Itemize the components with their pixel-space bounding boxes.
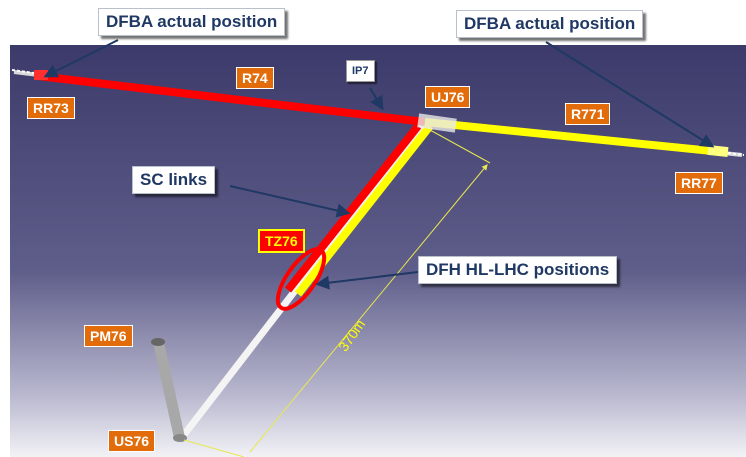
shaft-bottom	[173, 434, 187, 442]
arrow-dfba-right	[545, 41, 715, 148]
label-tz76: TZ76	[258, 229, 305, 253]
cable-end-right	[727, 152, 745, 156]
arrow-sc-links	[229, 185, 351, 218]
dimension-line	[249, 164, 488, 453]
dfba-left-box	[34, 70, 48, 80]
dfba-right-box	[707, 144, 729, 158]
cable-end-left	[11, 69, 35, 74]
label-uj76: UJ76	[425, 86, 471, 108]
cavern-uj76	[417, 113, 457, 133]
label-r74: R74	[236, 67, 274, 89]
sc-link-yellow-diagonal	[294, 123, 434, 297]
callout-dfh: DFH HL-LHC positions	[418, 256, 618, 284]
sc-link-red-diagonal	[284, 123, 422, 293]
label-ip7: IP7	[346, 60, 375, 82]
label-rr77: RR77	[675, 172, 723, 194]
arrow-dfh	[315, 271, 419, 290]
callout-dfba-right: DFBA actual position	[456, 10, 644, 38]
dimension-extension-top	[429, 129, 491, 164]
shaft-top	[151, 338, 165, 346]
dimension-extension-bottom	[183, 439, 245, 457]
label-us76: US76	[108, 430, 156, 452]
arrow-ip7	[369, 87, 384, 111]
label-pm76: PM76	[84, 325, 133, 347]
dfh-highlight-ellipse	[275, 247, 327, 311]
label-rr73: RR73	[27, 97, 75, 119]
shaft-pm76	[152, 338, 186, 442]
callout-sc-links: SC links	[132, 166, 216, 194]
sc-link-red-horizontal	[37, 72, 426, 126]
arrow-dfba-left	[43, 39, 119, 78]
sc-link-yellow-horizontal	[424, 118, 723, 156]
background	[10, 45, 746, 457]
callout-dfba-left: DFBA actual position	[98, 8, 286, 36]
label-r771: R771	[565, 103, 611, 125]
